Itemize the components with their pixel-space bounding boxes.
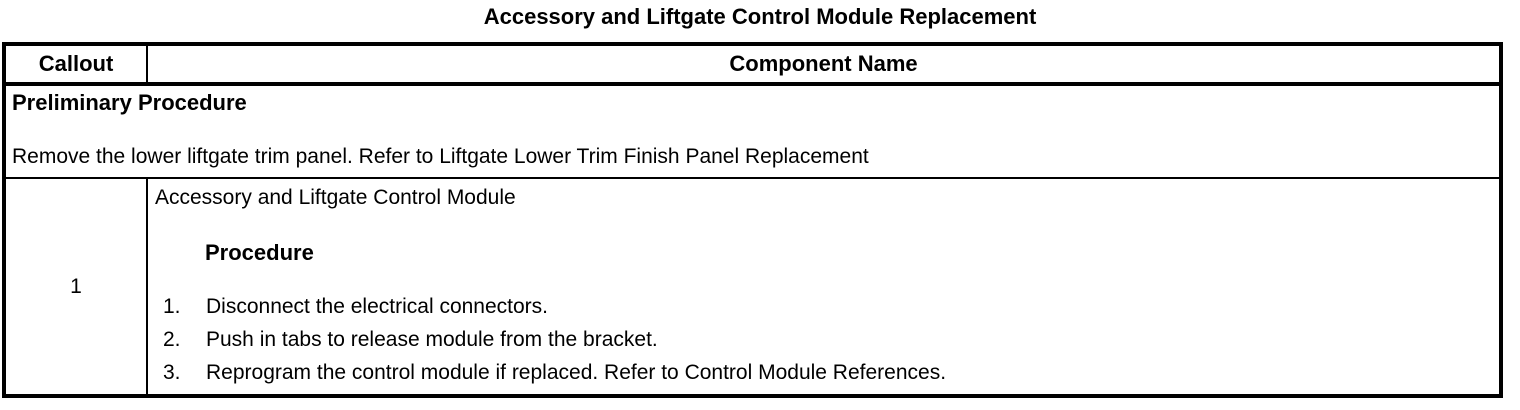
column-header-callout: Callout	[3, 43, 148, 86]
table-header-row: Callout Component Name	[3, 43, 1502, 86]
component-row: 1 Accessory and Liftgate Control Module …	[3, 177, 1502, 397]
step-text: Disconnect the electrical connectors.	[206, 295, 548, 318]
step-number: 1.	[163, 295, 181, 318]
preliminary-procedure-heading: Preliminary Procedure	[12, 90, 247, 115]
preliminary-procedure-cell: Preliminary Procedure Remove the lower l…	[3, 83, 1502, 179]
procedure-step-2: 2. Push in tabs to release module from t…	[155, 323, 1491, 356]
procedure-heading: Procedure	[205, 240, 314, 265]
procedure-step-1: 1. Disconnect the electrical connectors.	[155, 290, 1491, 323]
preliminary-procedure-row: Preliminary Procedure Remove the lower l…	[3, 83, 1502, 179]
step-text: Reprogram the control module if replaced…	[206, 361, 947, 384]
step-number: 2.	[163, 328, 181, 351]
component-cell: Accessory and Liftgate Control Module Pr…	[146, 177, 1502, 397]
preliminary-procedure-text: Remove the lower liftgate trim panel. Re…	[12, 145, 869, 168]
procedure-step-3: 3. Reprogram the control module if repla…	[155, 356, 1491, 389]
page-title: Accessory and Liftgate Control Module Re…	[483, 4, 1037, 29]
step-text: Push in tabs to release module from the …	[206, 328, 658, 351]
callout-number: 1	[3, 177, 148, 397]
component-name: Accessory and Liftgate Control Module	[155, 186, 516, 209]
procedure-steps: 1. Disconnect the electrical connectors.…	[155, 290, 1491, 389]
step-number: 3.	[163, 361, 181, 384]
column-header-component: Component Name	[146, 43, 1502, 86]
component-table: Callout Component Name Preliminary Proce…	[2, 42, 1503, 398]
